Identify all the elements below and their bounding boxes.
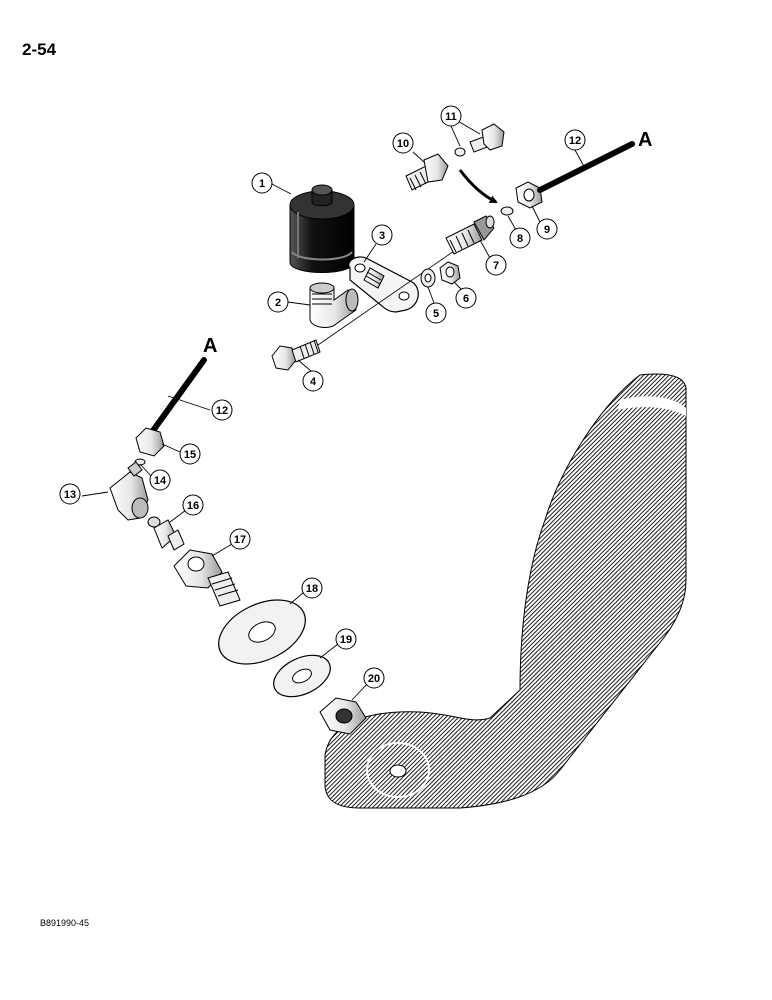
canister [289,184,355,273]
figure-code: B891990-45 [40,918,90,928]
mounting-plate [348,256,419,313]
svg-text:18: 18 [306,583,318,595]
svg-text:3: 3 [379,230,385,242]
tube-nut [515,181,543,209]
tube-upper [537,141,635,193]
svg-text:9: 9 [544,224,550,236]
svg-text:19: 19 [340,634,352,646]
svg-text:5: 5 [433,308,439,320]
lock-washer [420,268,436,288]
hollow-bolt [173,549,241,607]
callout-18: 18 [301,577,323,599]
svg-text:6: 6 [463,293,469,305]
lower-elbow [109,461,149,521]
svg-text:1: 1 [259,178,265,190]
callout-7: 7 [485,254,507,276]
sleeve [500,206,514,216]
nut [439,261,461,285]
elbow-fitting [309,282,359,328]
callout-13: 13 [59,483,81,505]
svg-text:10: 10 [397,138,409,150]
adapter [405,153,449,191]
grease-fitting [147,516,185,551]
svg-text:15: 15 [184,449,196,461]
callout-1: 1 [251,172,273,194]
connector [445,215,495,255]
callout-19: 19 [335,628,357,650]
svg-text:17: 17 [234,534,246,546]
page-number: 2-54 [22,40,57,59]
svg-text:2: 2 [275,297,281,309]
svg-text:12: 12 [569,135,581,147]
leader-lines [81,119,587,701]
svg-text:20: 20 [368,673,380,685]
callout-12-lower: 12 [211,399,233,421]
callout-17: 17 [229,528,251,550]
callout-12-upper: 12 [564,129,586,151]
callout-10: 10 [392,132,414,154]
large-washer [218,599,306,665]
svg-text:4: 4 [310,376,317,388]
svg-text:8: 8 [517,233,523,245]
lock-nut [319,697,367,735]
callout-8: 8 [509,227,531,249]
svg-text:13: 13 [64,489,76,501]
svg-text:11: 11 [445,111,457,123]
tube-lower [149,357,207,435]
lower-tube-nut [135,427,165,457]
callout-9: 9 [536,218,558,240]
svg-text:12: 12 [216,405,228,417]
reference-letter-upper: A [638,129,652,151]
callout-14: 14 [149,469,171,491]
callout-11: 11 [440,105,462,127]
small-washer [273,654,331,698]
callout-2: 2 [267,291,289,313]
callout-6: 6 [455,287,477,309]
fitting-set [454,123,505,157]
callout-3: 3 [371,224,393,246]
flow-arrow [458,169,498,204]
bolt [271,339,321,371]
svg-text:14: 14 [154,475,167,487]
callouts: 1 2 3 4 5 6 7 8 9 10 11 12 12 13 14 15 1… [59,105,586,689]
svg-text:7: 7 [493,260,499,272]
callout-5: 5 [425,302,447,324]
callout-20: 20 [363,667,385,689]
reference-letter-lower: A [203,335,217,357]
loader-arm [324,373,687,809]
svg-text:16: 16 [187,500,199,512]
callout-15: 15 [179,443,201,465]
callout-4: 4 [302,370,324,392]
callout-16: 16 [182,494,204,516]
